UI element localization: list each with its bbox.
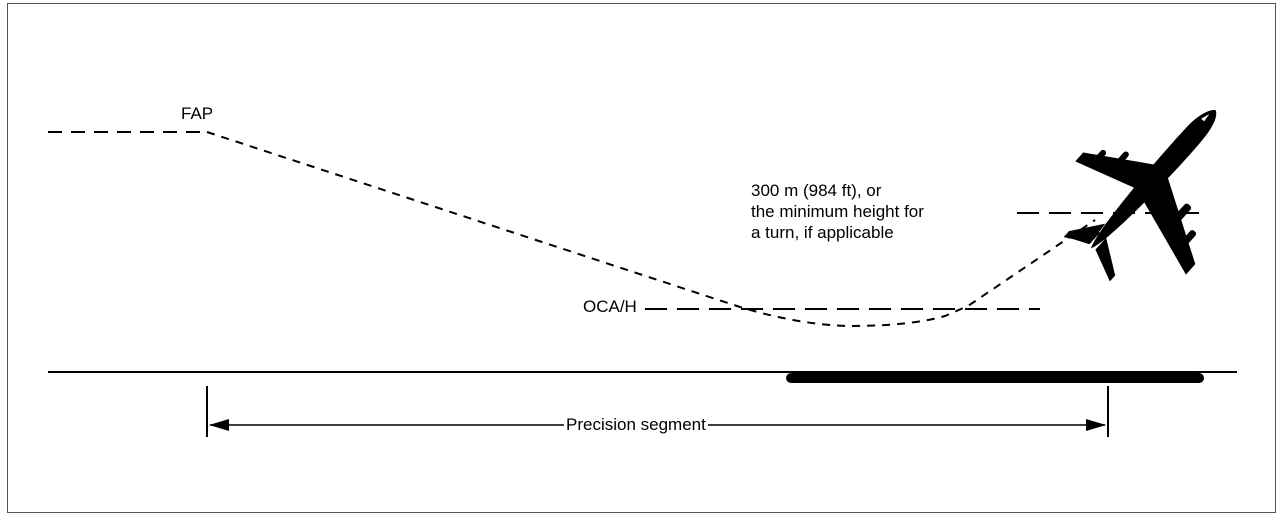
runway [786, 373, 1204, 383]
height-label-line-3: a turn, if applicable [751, 223, 894, 242]
height-label-line-1: 300 m (984 ft), or [751, 181, 882, 200]
height-label-line-2: the minimum height for [751, 202, 924, 221]
segment-arrow-right [1086, 419, 1106, 431]
oca-h-label: OCA/H [583, 297, 637, 316]
precision-segment-label: Precision segment [564, 415, 708, 434]
descent-path [206, 131, 1096, 328]
fap-label: FAP [181, 104, 214, 123]
segment-arrow-left [209, 419, 229, 431]
airplane-climbing-icon [1063, 109, 1217, 282]
